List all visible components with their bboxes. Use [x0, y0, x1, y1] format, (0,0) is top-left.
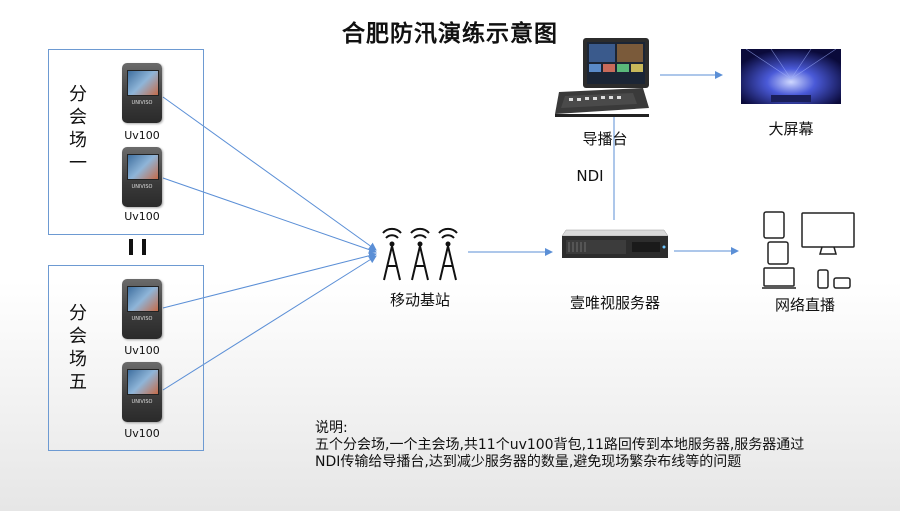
live-stream-label: 网络直播	[755, 294, 855, 315]
device-icon: UNIVISO	[122, 147, 162, 207]
device-label: Uv100	[112, 210, 172, 223]
antenna-icon	[378, 218, 464, 282]
switcher-icon	[553, 36, 653, 118]
devices-icon	[762, 210, 858, 292]
device-label: Uv100	[112, 129, 172, 142]
venue-label-1: 分会 场一	[67, 83, 89, 175]
big-screen-label: 大屏幕	[745, 118, 837, 139]
device-icon: UNIVISO	[122, 362, 162, 422]
device-label: Uv100	[112, 427, 172, 440]
screen-icon	[741, 49, 841, 104]
note-line-1: 五个分会场,一个主会场,共11个uv100背包,11路回传到本地服务器,服务器通…	[315, 437, 804, 454]
server-icon	[560, 228, 670, 262]
base-station-label: 移动基站	[370, 289, 470, 310]
switcher-label: 导播台	[560, 128, 650, 149]
server-label: 壹唯视服务器	[545, 292, 685, 313]
device-label: Uv100	[112, 344, 172, 357]
ndi-label: NDI	[570, 167, 610, 185]
venue-label-5: 分会 场五	[67, 302, 89, 394]
device-icon: UNIVISO	[122, 63, 162, 123]
note-block: 说明: 五个分会场,一个主会场,共11个uv100背包,11路回传到本地服务器,…	[315, 420, 804, 471]
device-icon: UNIVISO	[122, 279, 162, 339]
ellipsis-dots	[129, 239, 155, 259]
note-heading: 说明:	[315, 420, 804, 437]
note-line-2: NDI传输给导播台,达到减少服务器的数量,避免现场繁杂布线等的问题	[315, 454, 804, 471]
